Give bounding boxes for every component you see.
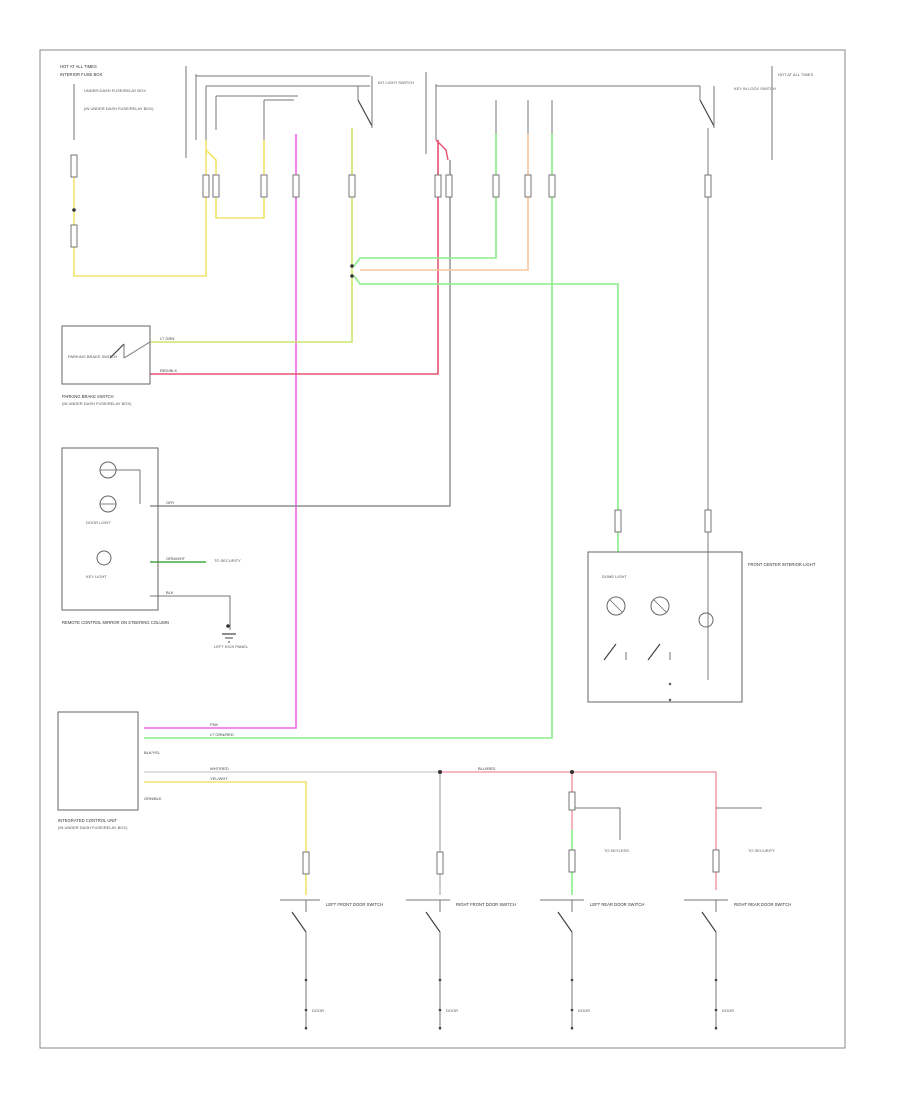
door-switch-2-label: RIGHT FRONT DOOR SWITCH xyxy=(456,902,516,907)
control-unit: INTEGRATED CONTROL UNIT (IN UNDER DASH F… xyxy=(57,711,139,830)
wire-label-lt-green: LT GRN xyxy=(160,336,174,341)
fuse-note-2: (IN UNDER DASH FUSE/RELAY BOX) xyxy=(84,106,154,111)
yellow-wire xyxy=(73,140,207,277)
wire-label-grn: GRN/WHT xyxy=(166,556,186,561)
door-switch-3: LEFT REAR DOOR SWITCH DOOR xyxy=(540,899,644,1030)
orange-wire xyxy=(360,134,529,271)
door-switch-4: RIGHT REAR DOOR SWITCH DOOR xyxy=(684,899,791,1030)
fuse-note-1: UNDER-DASH FUSE/RELAY BOX xyxy=(84,88,146,93)
wire-labels: LT GRN RED/BLK GRY GRN/WHT BLK PNK LT GR… xyxy=(144,336,495,801)
connectors xyxy=(70,154,720,875)
wire-label-pink: PNK xyxy=(210,722,219,727)
wire-label-gray: GRY xyxy=(166,500,175,505)
front-interior-light: DOME LIGHT FRONT CENTER INTERIOR LIGHT xyxy=(587,551,816,703)
wire-label-gray-bus: WHT/RED xyxy=(210,766,229,771)
to-keyless-label: TO KEYLESS xyxy=(604,848,629,853)
door-switch-1-ground: DOOR xyxy=(312,1008,324,1013)
module-note: (IN UNDER DASH FUSE/RELAY BOX) xyxy=(58,825,128,830)
brake-switch-note: (IN UNDER DASH FUSE/RELAY BOX) xyxy=(62,401,132,406)
door-switch-4-label: RIGHT REAR DOOR SWITCH xyxy=(734,902,791,907)
parking-brake-switch: PARKING BRAKE SWITCH PARKING BRAKE SWITC… xyxy=(61,325,151,406)
wire-label-red: RED/BLK xyxy=(160,368,177,373)
diagram-border xyxy=(39,49,846,1049)
brake-switch-label: PARKING BRAKE SWITCH xyxy=(62,394,114,399)
red-wire-top xyxy=(435,139,449,161)
to-security-label: TO SECURITY xyxy=(214,558,241,563)
relay-label: INT LIGHT SWITCH xyxy=(378,80,414,85)
courtesy-assembly-label: FRONT CENTER INTERIOR LIGHT xyxy=(748,562,816,567)
door-lamp-label: DOOR LIGHT xyxy=(86,520,111,525)
door-switch-1: LEFT FRONT DOOR SWITCH DOOR xyxy=(280,899,383,1030)
left-kick-label: LEFT KICK PANEL xyxy=(214,644,249,649)
green-wire-2 xyxy=(353,275,619,552)
gray-wire xyxy=(150,160,451,507)
keyless-tap xyxy=(572,807,621,840)
door-switch-4-ground: DOOR xyxy=(722,1008,734,1013)
green-wire-3 xyxy=(144,134,553,739)
door-lamp-gray xyxy=(150,595,231,630)
to-security-label-2: TO SECURITY xyxy=(748,848,775,853)
right-top-switch xyxy=(699,99,715,127)
courtesy-inner: DOME LIGHT xyxy=(602,574,627,579)
door-switch-1-label: LEFT FRONT DOOR SWITCH xyxy=(326,902,383,907)
wire-label-yellow: YEL/WHT xyxy=(210,776,228,781)
top-fuse-section: HOT AT ALL TIMES INTERIOR FUSE BOX UNDER… xyxy=(60,64,813,160)
junctions xyxy=(72,208,574,774)
lime-wire xyxy=(150,128,353,343)
yellow-door-wire xyxy=(144,781,307,895)
right-hot-label: HOT AT ALL TIMES xyxy=(778,72,813,77)
wire-label-pink-bus: BLU/RED xyxy=(478,766,495,771)
wire-label-green-red: LT GRN/RED xyxy=(210,732,234,737)
door-switch-3-label: LEFT REAR DOOR SWITCH xyxy=(590,902,644,907)
key-lamp-label: KEY LIGHT xyxy=(86,574,107,579)
hot-label: HOT AT ALL TIMES xyxy=(60,64,97,69)
door-switch-2: RIGHT FRONT DOOR SWITCH DOOR xyxy=(406,899,516,1030)
pink-wire xyxy=(144,134,297,729)
door-ground-dots xyxy=(304,978,718,1030)
door-switch-2-ground: DOOR xyxy=(446,1008,458,1013)
module-label: INTEGRATED CONTROL UNIT xyxy=(58,818,118,823)
wire-label-blk: BLK xyxy=(166,590,174,595)
top-relay-switch xyxy=(357,99,373,127)
door-switch-3-ground: DOOR xyxy=(578,1008,590,1013)
lamp-box: DOOR LIGHT KEY LIGHT REMOTE CONTROL MIRR… xyxy=(61,447,249,649)
door-bus-pink xyxy=(440,771,717,890)
wires xyxy=(73,128,762,895)
fuse-block-label: INTERIOR FUSE BOX xyxy=(60,72,103,77)
wire-label-grn-blk: GRN/BLK xyxy=(144,796,162,801)
wire-label-blk-yel: BLK/YEL xyxy=(144,750,161,755)
remote-box-label: REMOTE CONTROL MIRROR ON STEERING COLUMN xyxy=(62,620,169,625)
brake-switch-inner: PARKING BRAKE SWITCH xyxy=(68,354,117,359)
dome-switch-label: KEY IN LOCK SWITCH xyxy=(734,86,776,91)
red-wire xyxy=(150,140,439,375)
green-wire-1 xyxy=(353,134,497,267)
